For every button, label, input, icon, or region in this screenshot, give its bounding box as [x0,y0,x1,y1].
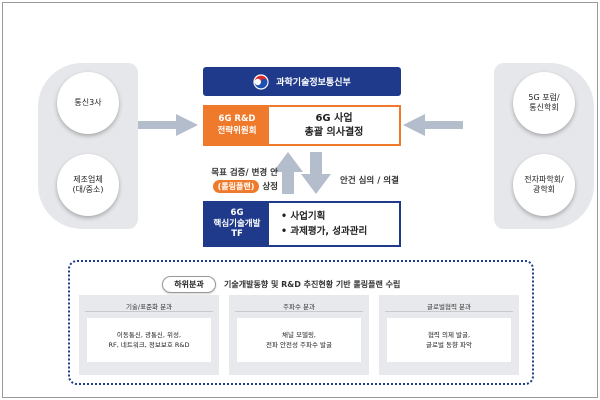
card-title: 글로벌협력 분과 [385,301,513,312]
left-annotation-suffix: 상정 [262,182,278,193]
card-title: 기술/표준화 분과 [85,301,213,312]
committee-text: 6G 사업 총괄 의사결정 [304,113,364,138]
ministry-name: 과학기술정보통신부 [276,78,351,88]
subcommittee-panel: 하위분과 기술개발동향 및 R&D 추진현황 기반 롤링플랜 수립 기술/표준화… [68,260,534,385]
card-body: 채널 모델링, 전파 안전성 주파수 발굴 [237,318,361,362]
left-annotation-line1: 목표 검증/ 변경 안 [211,168,278,178]
subcommittee-card-global: 글로벌협력 분과 협력 의제 발굴, 글로벌 동향 파악 [379,295,519,375]
ministry-header: 과학기술정보통신부 [203,67,401,96]
taeguk-emblem-icon [253,73,269,90]
subcommittee-card-standards: 기술/표준화 분과 이동통신, 광통신, 위성, RF, 네트워크, 정보보호 … [79,295,219,375]
committee-label: 6G R&D 전략위원회 [205,107,269,144]
card-body: 이동통신, 광통신, 위성, RF, 네트워크, 정보보호 R&D [87,318,211,362]
rolling-plan-pill: (롤링플랜) [212,180,260,194]
tf-items: • 사업기획 • 과제평가, 성과관리 [269,203,399,245]
subcommittee-tag: 하위분과 [162,276,216,293]
subcommittee-header: 하위분과 기술개발동향 및 R&D 추진현황 기반 롤링플랜 수립 [162,276,400,293]
subcommittee-description: 기술개발동향 및 R&D 추진현황 기반 롤링플랜 수립 [224,280,401,289]
right-arrow [403,114,463,136]
tf-label: 6G 핵심기술개발 TF [205,203,269,245]
down-arrow [301,152,331,194]
right-node-5g-forum: 5G 포럼/ 통신학회 [513,72,575,134]
left-node-manufacturers: 제조업체 (대/중소) [57,154,119,216]
tf-item-planning: • 사업기획 [281,210,326,222]
tf-item-evaluation: • 과제평가, 성과관리 [281,226,368,237]
right-annotation: 안건 심의 / 의결 [340,176,399,186]
right-node-emf-society: 전자파학회/ 광학회 [513,154,575,216]
left-node-telecom: 통신3사 [57,72,119,134]
core-tech-tf-box: 6G 핵심기술개발 TF • 사업기획 • 과제평가, 성과관리 [203,201,401,247]
card-body: 협력 의제 발굴, 글로벌 동향 파악 [387,318,511,362]
card-title: 주파수 분과 [235,301,363,312]
up-arrow [273,152,303,194]
strategy-committee-box: 6G R&D 전략위원회 6G 사업 총괄 의사결정 [203,105,401,146]
left-annotation: 목표 검증/ 변경 안 (롤링플랜) 상정 [146,166,278,195]
left-arrow [138,114,198,136]
subcommittee-card-frequency: 주파수 분과 채널 모델링, 전파 안전성 주파수 발굴 [229,295,369,375]
